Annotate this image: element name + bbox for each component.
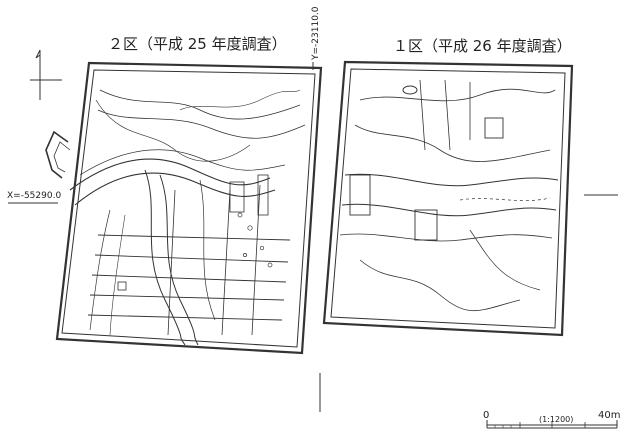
north-arrow-icon — [30, 49, 62, 100]
y-coordinate-label: Y=-23110.0 — [311, 6, 321, 61]
zone2-title: ２区（平成 25 年度調査） — [108, 35, 287, 53]
scale-ratio-label: (1:1200) — [539, 415, 573, 424]
scale-bar: 0 (1:1200) 40m — [483, 410, 620, 429]
zone1-title: １区（平成 26 年度調査） — [393, 37, 572, 55]
scale-end-label: 40m — [598, 410, 620, 421]
zone2-plan — [45, 61, 323, 355]
x-coordinate-label: X=-55290.0 — [7, 191, 61, 201]
scale-start-label: 0 — [483, 410, 489, 421]
zone1-plan — [322, 60, 574, 337]
